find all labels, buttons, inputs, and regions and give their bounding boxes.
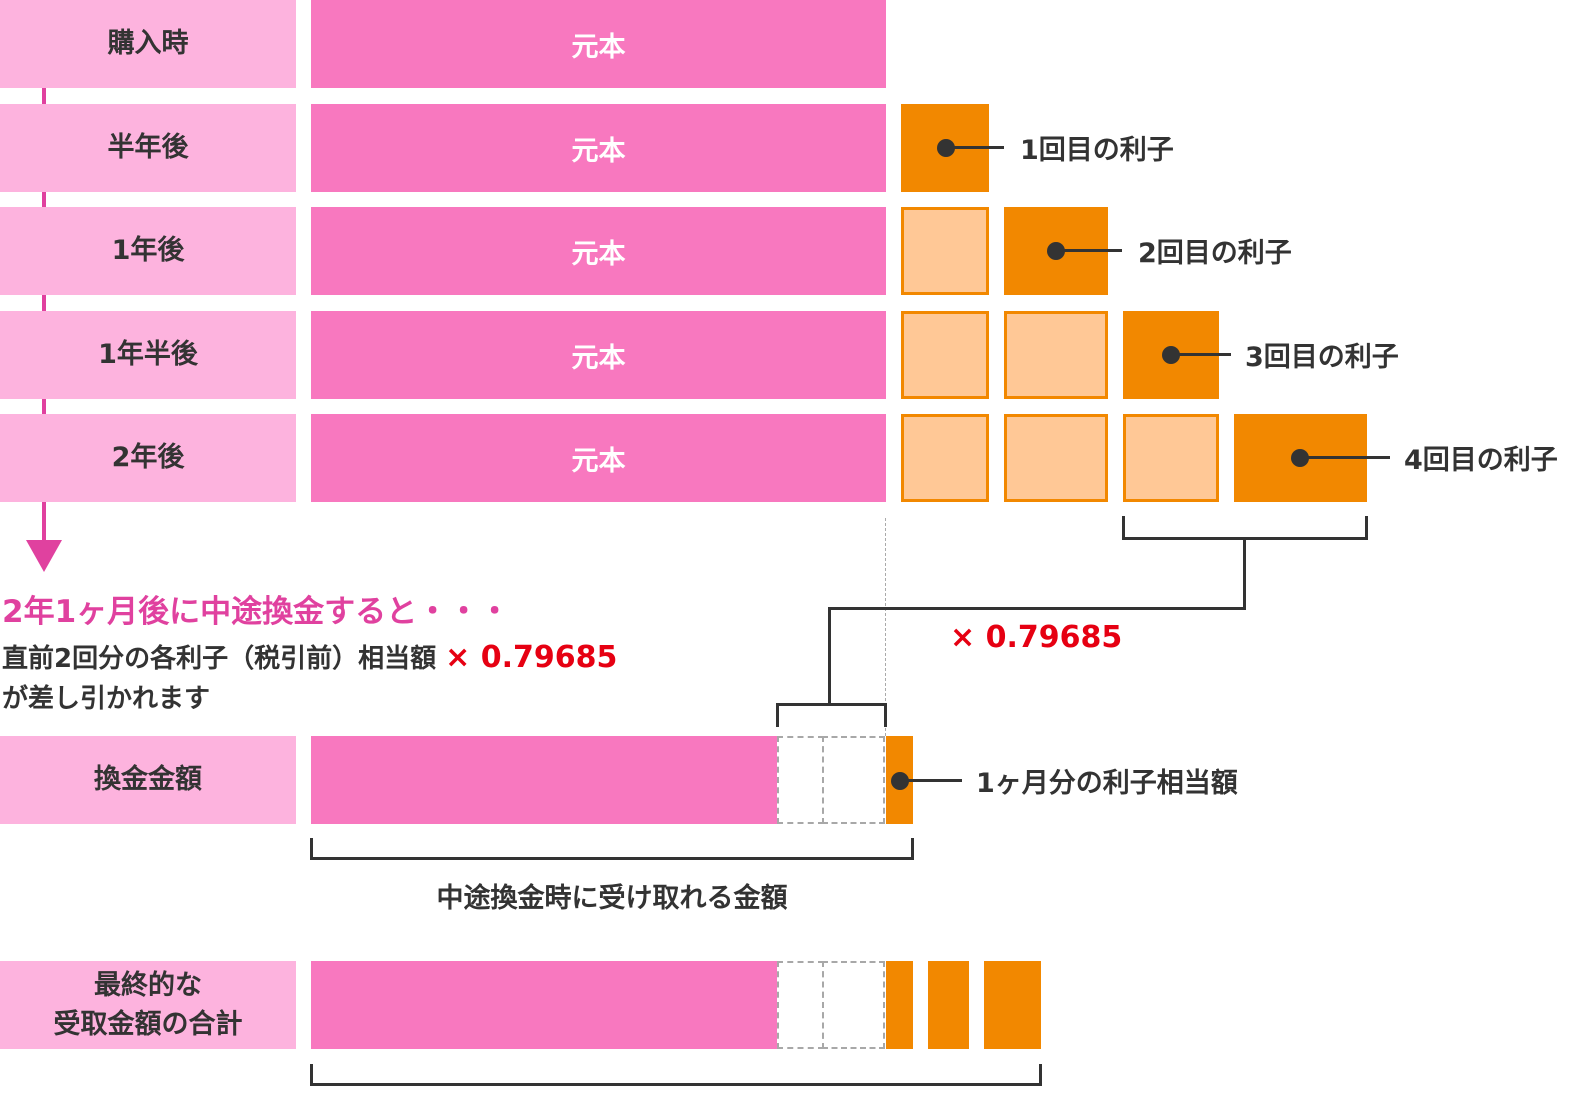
accrued-interest-label: 1ヶ月分の利子相当額 xyxy=(976,768,1238,799)
final-label-line1: 最終的な xyxy=(94,969,202,1001)
scenario-description: 直前2回分の各利子（税引前）相当額 × 0.79685 が差し引かれます xyxy=(2,638,617,719)
deducted-interest-slot xyxy=(822,961,885,1049)
interest-block-previous xyxy=(1004,311,1108,399)
final-interest-block xyxy=(984,961,1041,1049)
callout-line xyxy=(900,779,962,782)
guide-dashed-line xyxy=(885,518,886,736)
deducted-interest-slot xyxy=(777,736,824,824)
description-line2: が差し引かれます xyxy=(2,684,211,714)
final-interest-block xyxy=(928,961,969,1049)
interest-label-2: 2回目の利子 xyxy=(1138,238,1292,269)
description-multiplier: × 0.79685 xyxy=(445,640,618,675)
callout-line xyxy=(946,146,1004,149)
final-principal-bar xyxy=(311,961,777,1049)
row-label-purchase: 購入時 xyxy=(0,0,296,88)
multiplier-callout: × 0.79685 xyxy=(950,620,1123,655)
redemption-brace-label: 中途換金時に受け取れる金額 xyxy=(436,883,788,914)
connector-line xyxy=(828,607,831,705)
redemption-brace xyxy=(310,838,914,860)
redemption-label: 換金金額 xyxy=(0,736,296,824)
connector-line xyxy=(1243,538,1246,610)
row-label-1-year: 1年後 xyxy=(0,207,296,295)
final-total-label: 最終的な 受取金額の合計 xyxy=(0,961,296,1049)
interest-block-previous xyxy=(901,414,989,502)
description-line1: 直前2回分の各利子（税引前）相当額 xyxy=(2,644,437,674)
principal-bar-1-year: 元本 xyxy=(311,207,886,295)
redemption-principal-bar xyxy=(311,736,777,824)
interest-block-previous xyxy=(901,207,989,295)
row-label-1-5-year: 1年半後 xyxy=(0,311,296,399)
principal-bar-purchase: 元本 xyxy=(311,0,886,88)
connector-line xyxy=(828,607,1246,610)
principal-bar-2-year: 元本 xyxy=(311,414,886,502)
callout-line xyxy=(1171,353,1231,356)
interest-label-1: 1回目の利子 xyxy=(1020,135,1174,166)
scenario-heading: 2年1ヶ月後に中途換金すると・・・ xyxy=(2,594,511,630)
deduction-bracket xyxy=(776,703,887,727)
interest-block-previous xyxy=(1123,414,1219,502)
interest-block-previous xyxy=(901,311,989,399)
interest-label-4: 4回目の利子 xyxy=(1404,445,1558,476)
row-label-half-year: 半年後 xyxy=(0,104,296,192)
final-label-line2: 受取金額の合計 xyxy=(53,1009,243,1040)
interest-block-previous xyxy=(1004,414,1108,502)
timeline-arrow-head xyxy=(26,540,62,572)
principal-bar-half-year: 元本 xyxy=(311,104,886,192)
interest-bracket xyxy=(1122,516,1368,540)
row-label-2-year: 2年後 xyxy=(0,414,296,502)
final-total-brace xyxy=(310,1064,1042,1086)
callout-line xyxy=(1300,456,1390,459)
final-interest-block xyxy=(886,961,913,1049)
deducted-interest-slot xyxy=(822,736,885,824)
principal-bar-1-5-year: 元本 xyxy=(311,311,886,399)
interest-label-3: 3回目の利子 xyxy=(1245,342,1399,373)
deducted-interest-slot xyxy=(777,961,824,1049)
callout-line xyxy=(1056,249,1122,252)
